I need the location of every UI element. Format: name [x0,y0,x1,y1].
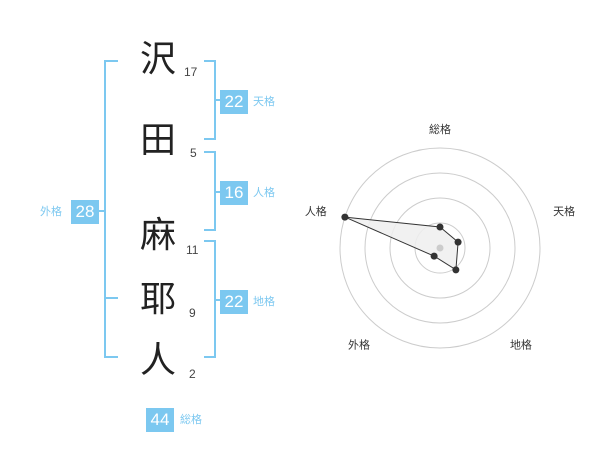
radar-point-5 [341,213,349,221]
soukaku-label: 総格 [180,413,202,426]
radar-point-4 [430,252,438,260]
radar-axis-label-3: 地格 [510,337,532,351]
name-char-5: 人 [140,340,177,381]
chikaku-value-badge: 22 [220,290,248,314]
gaikaku-value-badge: 28 [71,200,99,224]
radar-point-3 [452,266,460,274]
jinkaku-label: 人格 [253,186,275,199]
tenkaku-label: 天格 [253,95,275,108]
chikaku-tick [214,299,220,301]
stroke-count-1: 17 [184,65,198,79]
chikaku-label: 地格 [253,295,275,308]
tenkaku-tick [214,99,220,101]
radar-axis-label-1: 総格 [429,122,451,136]
radar-ring-4 [339,147,541,349]
radar-series-polygon [344,216,459,271]
gaikaku-label: 外格 [40,205,62,218]
radar-axis-label-4: 外格 [348,337,370,351]
jinkaku-value-badge: 16 [220,181,248,205]
soukaku-value-badge: 44 [146,408,174,432]
name-char-1: 沢 [140,39,177,80]
radar-axis-label-5: 人格 [305,204,327,218]
name-char-4: 耶 [140,279,177,320]
radar-ring-2 [389,197,491,299]
radar-point-2 [454,238,462,246]
gaikaku-mid-tick [104,297,118,299]
name-char-3: 麻 [140,215,177,256]
jinkaku-tick [214,191,220,193]
stroke-count-3: 11 [186,243,199,257]
stroke-count-5: 2 [189,367,196,381]
gaikaku-bracket [104,60,118,358]
radar-ring-3 [364,172,516,324]
name-char-2: 田 [140,120,177,161]
radar-point-1 [436,223,444,231]
radar-axis-label-2: 天格 [553,204,575,218]
radar-center-dot [436,244,444,252]
stroke-count-4: 9 [189,306,196,320]
stroke-count-2: 5 [190,146,197,160]
gaikaku-tick [98,210,106,212]
tenkaku-value-badge: 22 [220,90,248,114]
